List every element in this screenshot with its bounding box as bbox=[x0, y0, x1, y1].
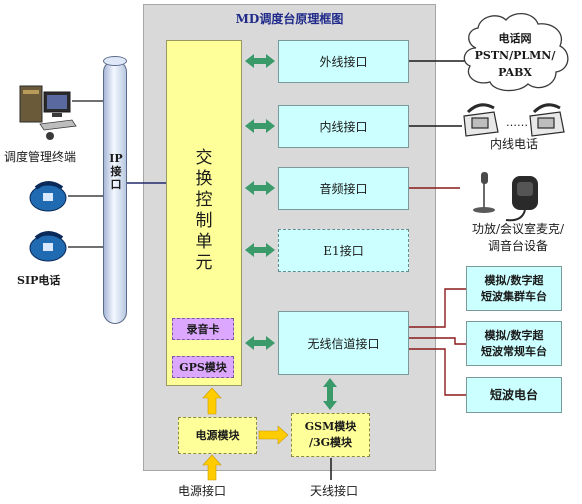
switching-control-unit-label: 交 换 控 制 单 元 bbox=[195, 148, 213, 273]
arrow-power-port-up bbox=[202, 454, 222, 481]
svg-text:……: …… bbox=[506, 116, 528, 129]
internal-phone-icon bbox=[463, 103, 499, 137]
record-card: 录音卡 bbox=[172, 318, 234, 340]
power-arrows-yellow bbox=[202, 387, 289, 481]
ip-bus-pipe bbox=[103, 60, 127, 324]
internal-line-interface: 内线接口 bbox=[278, 105, 409, 148]
sip-phone-label: SIP电话 bbox=[17, 274, 61, 287]
dispatch-terminal-label: 调度管理终端 bbox=[4, 150, 77, 164]
diagram-title: MD调度台原理框图 bbox=[235, 12, 344, 26]
dispatch-terminal-icon bbox=[19, 85, 77, 140]
arrow-e1 bbox=[245, 243, 275, 257]
gsm-3g-module: GSM模块/3G模块 bbox=[291, 413, 370, 457]
arrow-gsm-wireless bbox=[323, 378, 337, 410]
arrow-wireless bbox=[245, 336, 275, 350]
cloud-line-1: 电话网 bbox=[499, 31, 532, 45]
arrow-power-to-gsm bbox=[258, 425, 289, 445]
internal-phone-label: 内线电话 bbox=[490, 137, 539, 151]
arrow-power-up-switch bbox=[202, 387, 222, 415]
arrow-audio bbox=[245, 181, 275, 195]
cloud-line-2: PSTN/PLMN/ bbox=[475, 49, 557, 62]
antenna-port-label: 天线接口 bbox=[310, 484, 359, 498]
conventional-radio-box: 模拟/数字超短波常规车台 bbox=[466, 321, 562, 366]
microphone-icon bbox=[473, 172, 495, 213]
shortwave-radio-box: 短波电台 bbox=[466, 377, 562, 413]
arrow-external bbox=[245, 54, 275, 68]
internal-phone-icon bbox=[529, 103, 565, 137]
wireless-channel-interface: 无线信道接口 bbox=[278, 311, 409, 375]
power-module: 电源模块 bbox=[178, 417, 257, 454]
sip-phone-icon bbox=[29, 181, 67, 212]
handheld-mic-icon bbox=[505, 176, 538, 222]
telephone-network-cloud: 电话网 PSTN/PLMN/ PABX bbox=[463, 13, 569, 92]
gps-module: GPS模块 bbox=[172, 356, 234, 378]
link-arrows-green bbox=[245, 54, 337, 410]
cloud-line-3: PABX bbox=[498, 66, 532, 79]
trunked-radio-box: 模拟/数字超短波集群车台 bbox=[466, 266, 562, 311]
external-line-interface: 外线接口 bbox=[278, 40, 409, 83]
audio-devices-label: 功放/会议室麦克/ 调音台设备 bbox=[472, 222, 565, 253]
sip-phone-icon bbox=[29, 231, 67, 262]
ip-interface-label: IP 接 口 bbox=[109, 152, 123, 191]
e1-interface: E1接口 bbox=[278, 229, 409, 272]
arrow-internal bbox=[245, 119, 275, 133]
ip-bus-pipe-cap bbox=[103, 56, 127, 66]
audio-interface: 音频接口 bbox=[278, 167, 409, 210]
power-port-label: 电源接口 bbox=[178, 484, 227, 498]
